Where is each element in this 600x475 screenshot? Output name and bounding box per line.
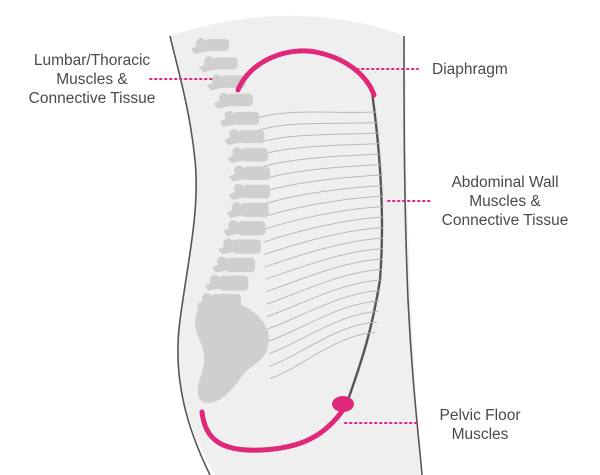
diaphragm-label: Diaphragm — [432, 60, 508, 79]
vertebra — [229, 184, 270, 200]
vertebra — [224, 129, 264, 145]
lumbar-thoracic-label: Lumbar/Thoracic Muscles & Connective Tis… — [22, 51, 162, 108]
abdominal-wall-label: Abdominal Wall Muscles & Connective Tiss… — [420, 173, 590, 230]
vertebra — [223, 220, 265, 236]
vertebra — [212, 257, 255, 273]
vertebra — [227, 202, 269, 218]
pelvic-floor-label: Pelvic Floor Muscles — [425, 406, 535, 444]
pelvic-floor-knob — [332, 396, 354, 412]
vertebra — [229, 166, 270, 182]
vertebra — [218, 238, 261, 254]
vertebra — [205, 275, 249, 291]
vertebra — [227, 147, 268, 163]
